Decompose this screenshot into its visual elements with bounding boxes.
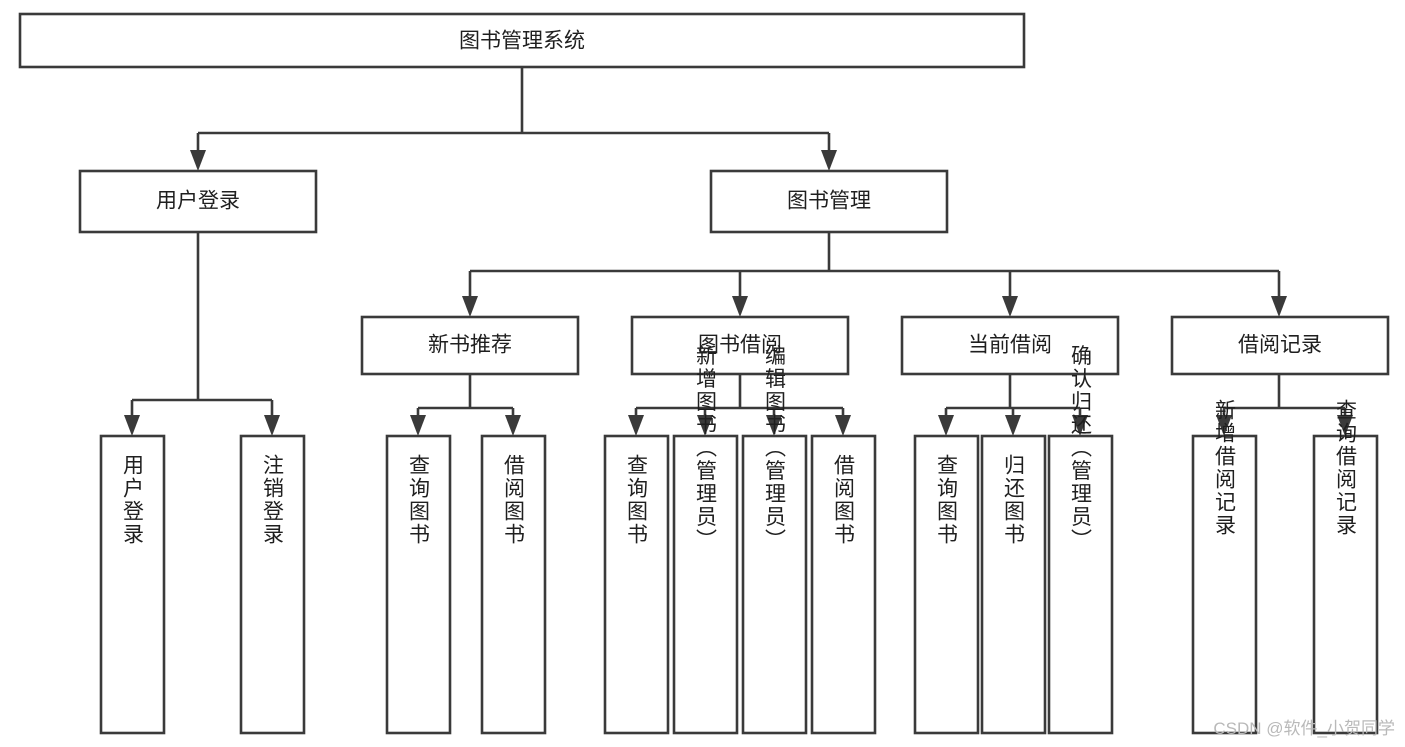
leaf-borrow-1-label: 新增图书（管理员） <box>694 345 718 552</box>
leaf-current-1-label: 归还图书 <box>1002 454 1026 546</box>
arrowhead-records-leaf-0 <box>1216 415 1232 436</box>
leaf-borrow-0[interactable]: 查询图书 <box>603 434 670 735</box>
leaf-records-0-box[interactable] <box>1191 434 1258 735</box>
leaf-borrow-2[interactable]: 编辑图书（管理员） <box>741 345 808 735</box>
leaf-new-books-1-box[interactable] <box>480 434 547 735</box>
leaf-current-2-box[interactable] <box>1047 434 1114 735</box>
arrowhead-records-leaf-1 <box>1337 415 1353 436</box>
leaf-borrow-0-label: 查询图书 <box>625 454 649 546</box>
node-current-borrow-label: 当前借阅 <box>968 334 1052 357</box>
leaf-new-books-0-label: 查询图书 <box>407 454 431 546</box>
node-book-borrow[interactable]: 图书借阅 <box>630 315 850 376</box>
node-current-borrow[interactable]: 当前借阅 <box>900 315 1120 376</box>
node-user-login-label: 用户登录 <box>156 190 240 213</box>
node-root[interactable]: 图书管理系统 <box>18 12 1026 69</box>
leaf-user-login-1-box[interactable] <box>239 434 306 735</box>
leaf-borrow-3-label: 借阅图书 <box>832 454 856 546</box>
arrowhead-book-mgmt <box>821 150 837 171</box>
arrowhead-current-leaf-0 <box>938 415 954 436</box>
arrowhead-current <box>1002 296 1018 317</box>
arrowhead-user-login-leaf-0 <box>124 415 140 436</box>
node-current-borrow-box[interactable] <box>900 315 1120 376</box>
leaf-user-login-0-label: 用户登录 <box>121 454 145 546</box>
node-borrow-records-box[interactable] <box>1170 315 1390 376</box>
leaf-current-0-box[interactable] <box>913 434 980 735</box>
leaf-borrow-1-box[interactable] <box>672 434 739 735</box>
node-book-management[interactable]: 图书管理 <box>709 169 949 234</box>
leaf-current-2[interactable]: 确认归还（管理员） <box>1047 345 1114 735</box>
leaf-records-1-box[interactable] <box>1312 434 1379 735</box>
leaf-borrow-0-box[interactable] <box>603 434 670 735</box>
arrowhead-borrow <box>732 296 748 317</box>
arrowhead-new-books <box>462 296 478 317</box>
node-book-borrow-label: 图书借阅 <box>698 334 782 357</box>
node-new-book-recommend-label: 新书推荐 <box>428 334 512 357</box>
arrowhead-current-leaf-2 <box>1072 415 1088 436</box>
leaf-new-books-0[interactable]: 查询图书 <box>385 434 452 735</box>
leaf-current-0-label: 查询图书 <box>935 454 959 546</box>
leaf-user-login-0-box[interactable] <box>99 434 166 735</box>
leaf-user-login-0[interactable]: 用户登录 <box>99 434 166 735</box>
arrowhead-current-leaf-1 <box>1005 415 1021 436</box>
arrowhead-new-books-leaf-0 <box>410 415 426 436</box>
leaf-borrow-2-box[interactable] <box>741 434 808 735</box>
node-borrow-records-label: 借阅记录 <box>1238 334 1322 357</box>
node-new-book-recommend[interactable]: 新书推荐 <box>360 315 580 376</box>
leaf-current-1[interactable]: 归还图书 <box>980 434 1047 735</box>
arrowhead-borrow-leaf-1 <box>697 415 713 436</box>
arrowhead-borrow-leaf-3 <box>835 415 851 436</box>
arrowhead-borrow-leaf-0 <box>628 415 644 436</box>
leaf-new-books-1[interactable]: 借阅图书 <box>480 434 547 735</box>
node-book-management-box[interactable] <box>709 169 949 234</box>
leaf-new-books-1-label: 借阅图书 <box>502 454 526 546</box>
node-user-login-box[interactable] <box>78 169 318 234</box>
node-book-borrow-box[interactable] <box>630 315 850 376</box>
leaf-records-1-label: 查询借阅记录 <box>1334 399 1358 537</box>
leaf-current-0[interactable]: 查询图书 <box>913 434 980 735</box>
leaf-borrow-3-box[interactable] <box>810 434 877 735</box>
leaf-current-1-box[interactable] <box>980 434 1047 735</box>
arrowhead-new-books-leaf-1 <box>505 415 521 436</box>
node-borrow-records[interactable]: 借阅记录 <box>1170 315 1390 376</box>
node-book-management-label: 图书管理 <box>787 190 871 213</box>
leaf-current-2-label: 确认归还（管理员） <box>1069 345 1093 552</box>
leaf-new-books-0-box[interactable] <box>385 434 452 735</box>
leaf-user-login-1[interactable]: 注销登录 <box>239 434 306 735</box>
arrowhead-records <box>1271 296 1287 317</box>
node-root-label: 图书管理系统 <box>459 30 585 53</box>
connector-layer <box>124 67 1353 436</box>
leaf-borrow-1[interactable]: 新增图书（管理员） <box>672 345 739 735</box>
leaf-records-0-label: 新增借阅记录 <box>1213 399 1237 537</box>
arrowhead-borrow-leaf-2 <box>766 415 782 436</box>
arrowhead-user-login-leaf-1 <box>264 415 280 436</box>
arrowhead-user-login <box>190 150 206 171</box>
node-new-book-recommend-box[interactable] <box>360 315 580 376</box>
leaf-borrow-3[interactable]: 借阅图书 <box>810 434 877 735</box>
leaf-user-login-1-label: 注销登录 <box>261 454 285 546</box>
leaf-records-0[interactable]: 新增借阅记录 <box>1191 399 1258 735</box>
leaf-borrow-2-label: 编辑图书（管理员） <box>763 345 787 552</box>
leaf-records-1[interactable]: 查询借阅记录 <box>1312 399 1379 735</box>
node-user-login[interactable]: 用户登录 <box>78 169 318 234</box>
node-root-box[interactable] <box>18 12 1026 69</box>
